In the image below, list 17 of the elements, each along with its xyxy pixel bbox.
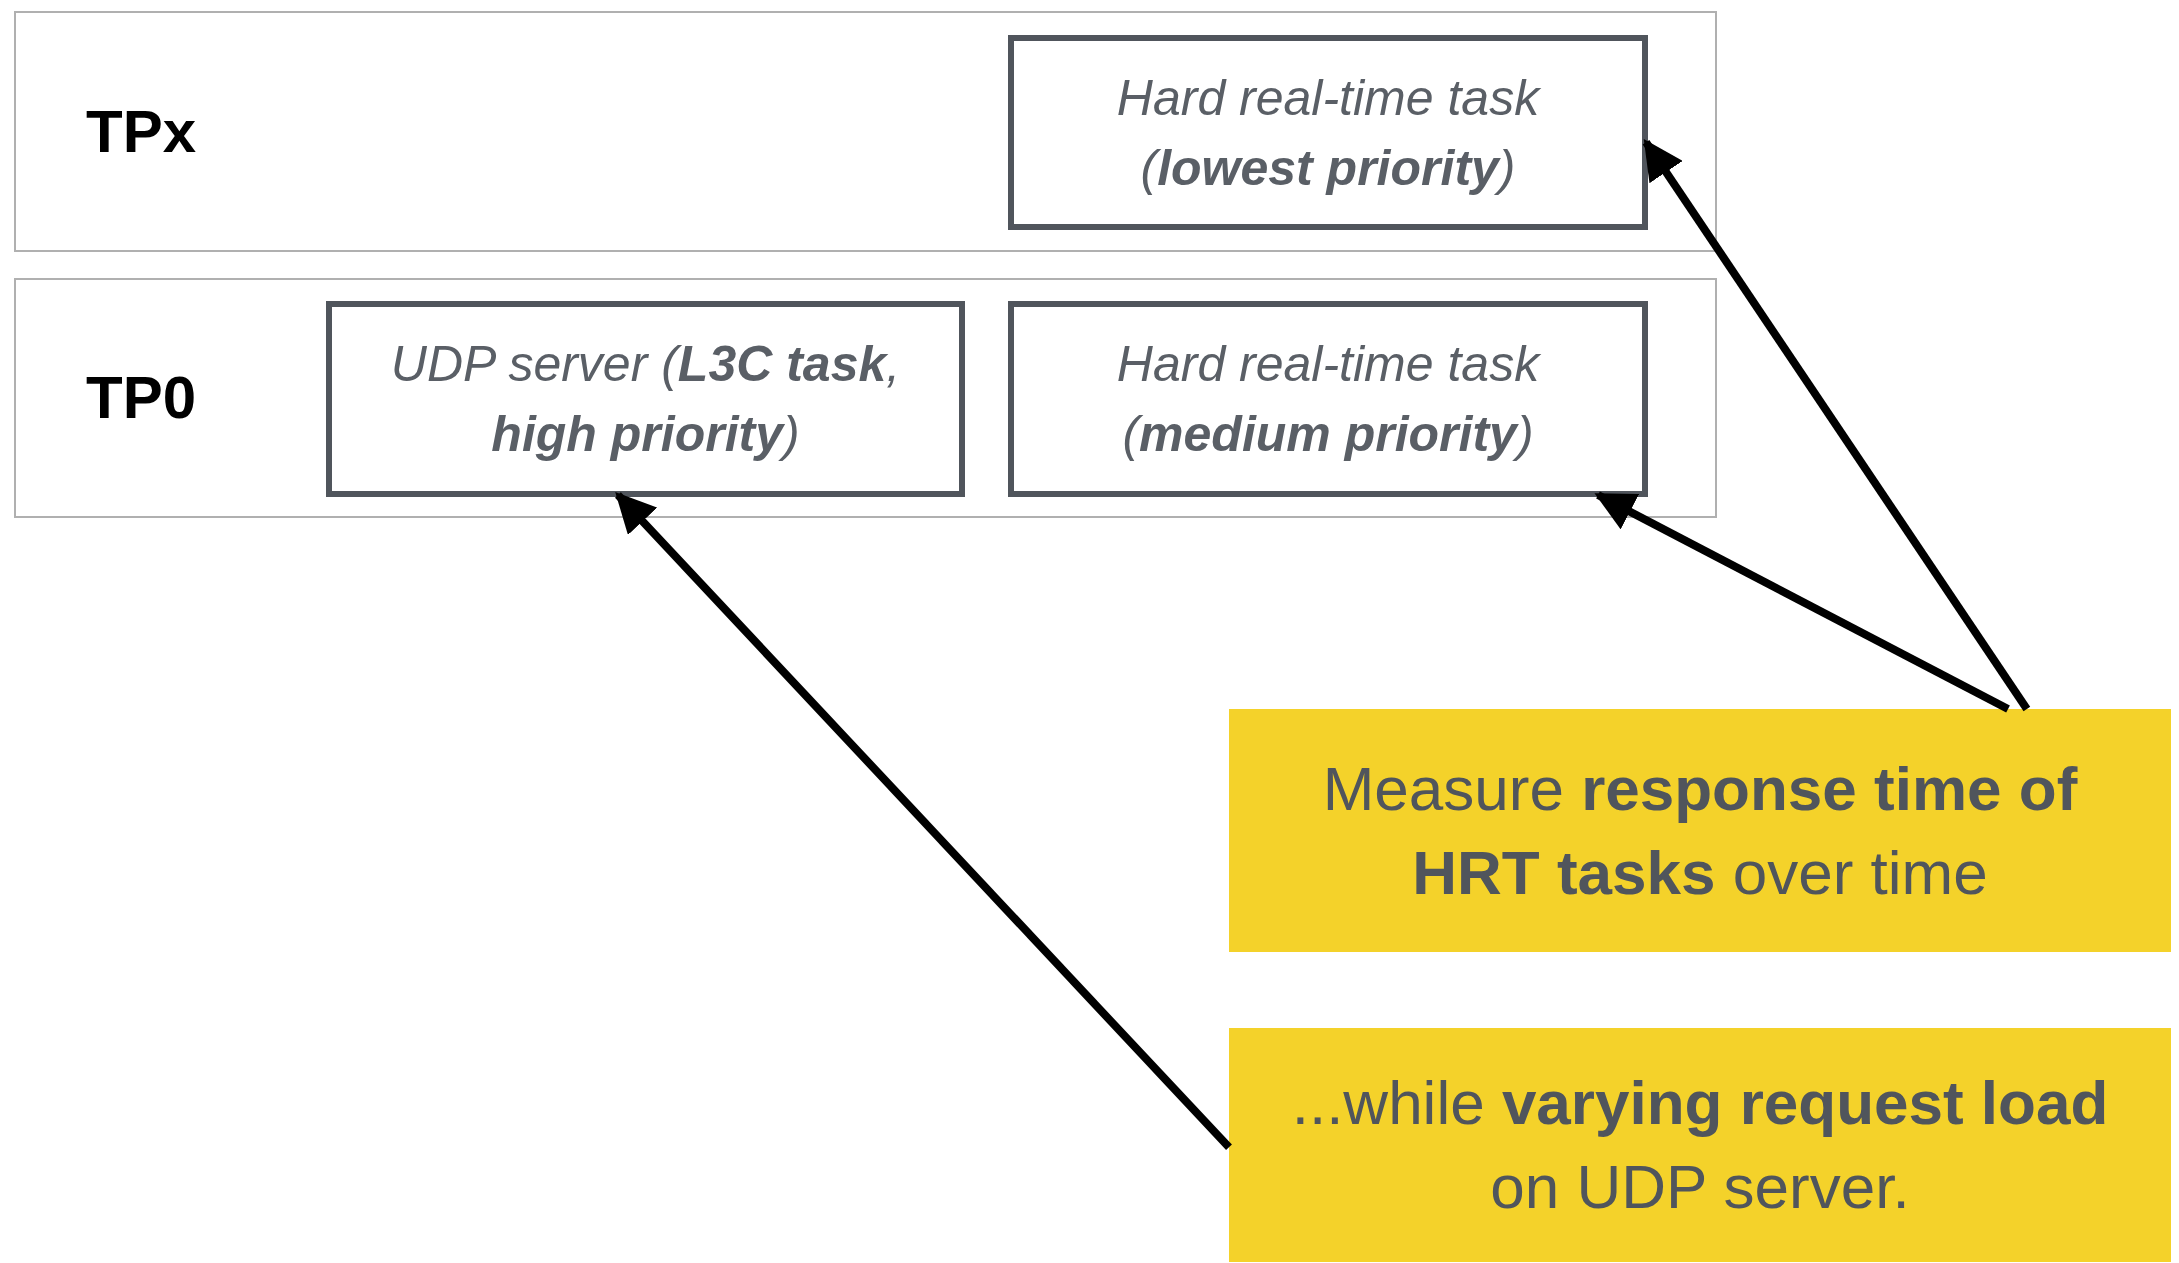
arrow xyxy=(1594,491,2010,713)
note-text: ...while varying request load on UDP server. xyxy=(1290,1067,2110,1223)
thread-band xyxy=(14,11,1717,252)
arrow xyxy=(615,492,1232,1151)
task-text: UDP server (L3C task, high priority) xyxy=(389,335,902,464)
task-text: Hard real-time task (lowest priority) xyxy=(1115,68,1542,198)
task-box xyxy=(326,301,965,497)
note-box xyxy=(1229,1028,2171,1262)
band-label: TPx xyxy=(86,96,197,167)
note-text: Measure response time of HRT tasks over time xyxy=(1321,752,2079,909)
band-label: TP0 xyxy=(86,363,197,433)
thread-band xyxy=(14,278,1717,518)
arrow xyxy=(1642,138,2031,712)
task-box xyxy=(1008,35,1648,230)
task-text: Hard real-time task (medium priority) xyxy=(1115,335,1542,464)
note-box xyxy=(1229,709,2171,952)
task-box xyxy=(1008,301,1648,497)
